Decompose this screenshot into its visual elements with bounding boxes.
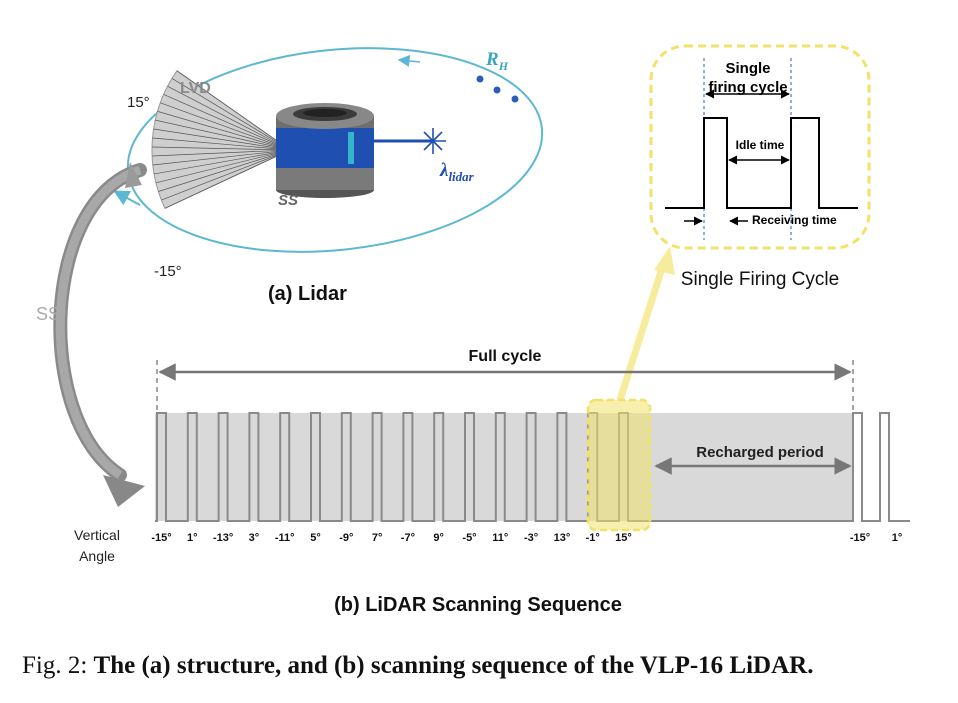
sensor-cylinder	[276, 103, 374, 198]
angle-label: 1°	[892, 532, 903, 544]
laser-beam-line	[154, 149, 291, 175]
laser-beam-line	[157, 111, 291, 151]
zoom-connector-arrow	[616, 246, 675, 402]
angle-label: -9°	[339, 532, 353, 544]
laser-beam-line	[163, 94, 291, 151]
angle-label: 11°	[492, 532, 508, 544]
angle-label: -15°	[151, 532, 171, 544]
lvd-label: LVD	[180, 80, 211, 97]
laser-beam-line	[160, 102, 291, 151]
angle-label: -5°	[462, 532, 476, 544]
rh-label: RH	[485, 49, 509, 73]
laser-beam-line	[158, 149, 291, 192]
angle-label: 15°	[615, 532, 632, 544]
ss-label: SS	[278, 192, 298, 209]
recharge-label: Recharged period	[696, 444, 824, 461]
sequence-panel: Full cycle Recharged period -15° 1° -13° 3°…	[74, 348, 910, 616]
angle-label: 1°	[187, 532, 198, 544]
laser-fan	[151, 70, 291, 209]
lambda-star-icon	[420, 128, 446, 154]
single-firing-cycle-caption: Single Firing Cycle	[681, 269, 839, 290]
laser-beam-line	[171, 78, 291, 151]
caption-text: The (a) structure, and (b) scanning sequ…	[93, 652, 814, 679]
top-angle-label: 15°	[127, 94, 150, 111]
angle-label: 7°	[372, 532, 383, 544]
inset-title-line2: firing cycle	[708, 79, 787, 96]
laser-beam-line	[167, 85, 291, 151]
firing-cycle-inset: Single firing cycle Idle time Receiving …	[649, 44, 871, 250]
vertical-angle-line2: Angle	[79, 548, 115, 564]
full-cycle-label: Full cycle	[469, 348, 542, 365]
vertical-angle-line1: Vertical	[74, 527, 120, 543]
panel-a-title: (a) Lidar	[268, 283, 347, 305]
laser-beam-line	[176, 70, 291, 151]
angle-label: -13°	[213, 532, 233, 544]
angle-label: 9°	[433, 532, 444, 544]
angle-label: 5°	[310, 532, 321, 544]
highlight-box	[586, 398, 652, 532]
caption-prefix: Fig. 2:	[22, 652, 94, 679]
orbit-arrow	[113, 190, 141, 206]
receiving-time-label: Receiving time	[752, 213, 837, 227]
lambda-label: λlidar	[439, 160, 475, 184]
figure-caption: Fig. 2: The (a) structure, and (b) scann…	[22, 652, 942, 680]
rh-dot	[493, 86, 501, 94]
laser-beam-line	[155, 119, 291, 151]
angle-label: -15°	[850, 532, 870, 544]
lidar-panel: LVD 15° -15° SS RH λlidar (a) Lidar	[113, 47, 544, 305]
firing-pulse-waveform	[665, 117, 858, 209]
angle-label: -3°	[524, 532, 538, 544]
angle-labels: -15° 1° -13° 3° -11° 5° -9° 7° -7° 9° -5° 11° -3° 13°…	[151, 532, 902, 544]
angle-label: -1°	[586, 532, 600, 544]
angle-label: 3°	[249, 532, 260, 544]
idle-time-label: Idle time	[736, 138, 785, 152]
angle-label: -7°	[401, 532, 415, 544]
laser-beam-line	[164, 149, 291, 209]
laser-beam-line	[152, 146, 291, 151]
angle-label: 13°	[554, 532, 571, 544]
laser-beam-line	[152, 137, 291, 151]
laser-beam-line	[155, 149, 291, 184]
ss-curved-arrow	[53, 162, 147, 507]
laser-beam-line	[152, 149, 291, 157]
orbit-arrow-top	[397, 54, 421, 67]
laser-beam-line	[161, 149, 291, 201]
ss-arrow-label: SS	[36, 304, 60, 324]
bottom-angle-label: -15°	[154, 263, 182, 280]
panel-b-title: (b) LiDAR Scanning Sequence	[334, 594, 622, 616]
inset-title-line1: Single	[725, 60, 770, 77]
rh-dot	[476, 75, 484, 83]
rh-dot	[511, 95, 519, 103]
angle-label: -11°	[275, 532, 295, 544]
laser-beam-line	[153, 128, 291, 151]
laser-beam-line	[152, 149, 291, 166]
